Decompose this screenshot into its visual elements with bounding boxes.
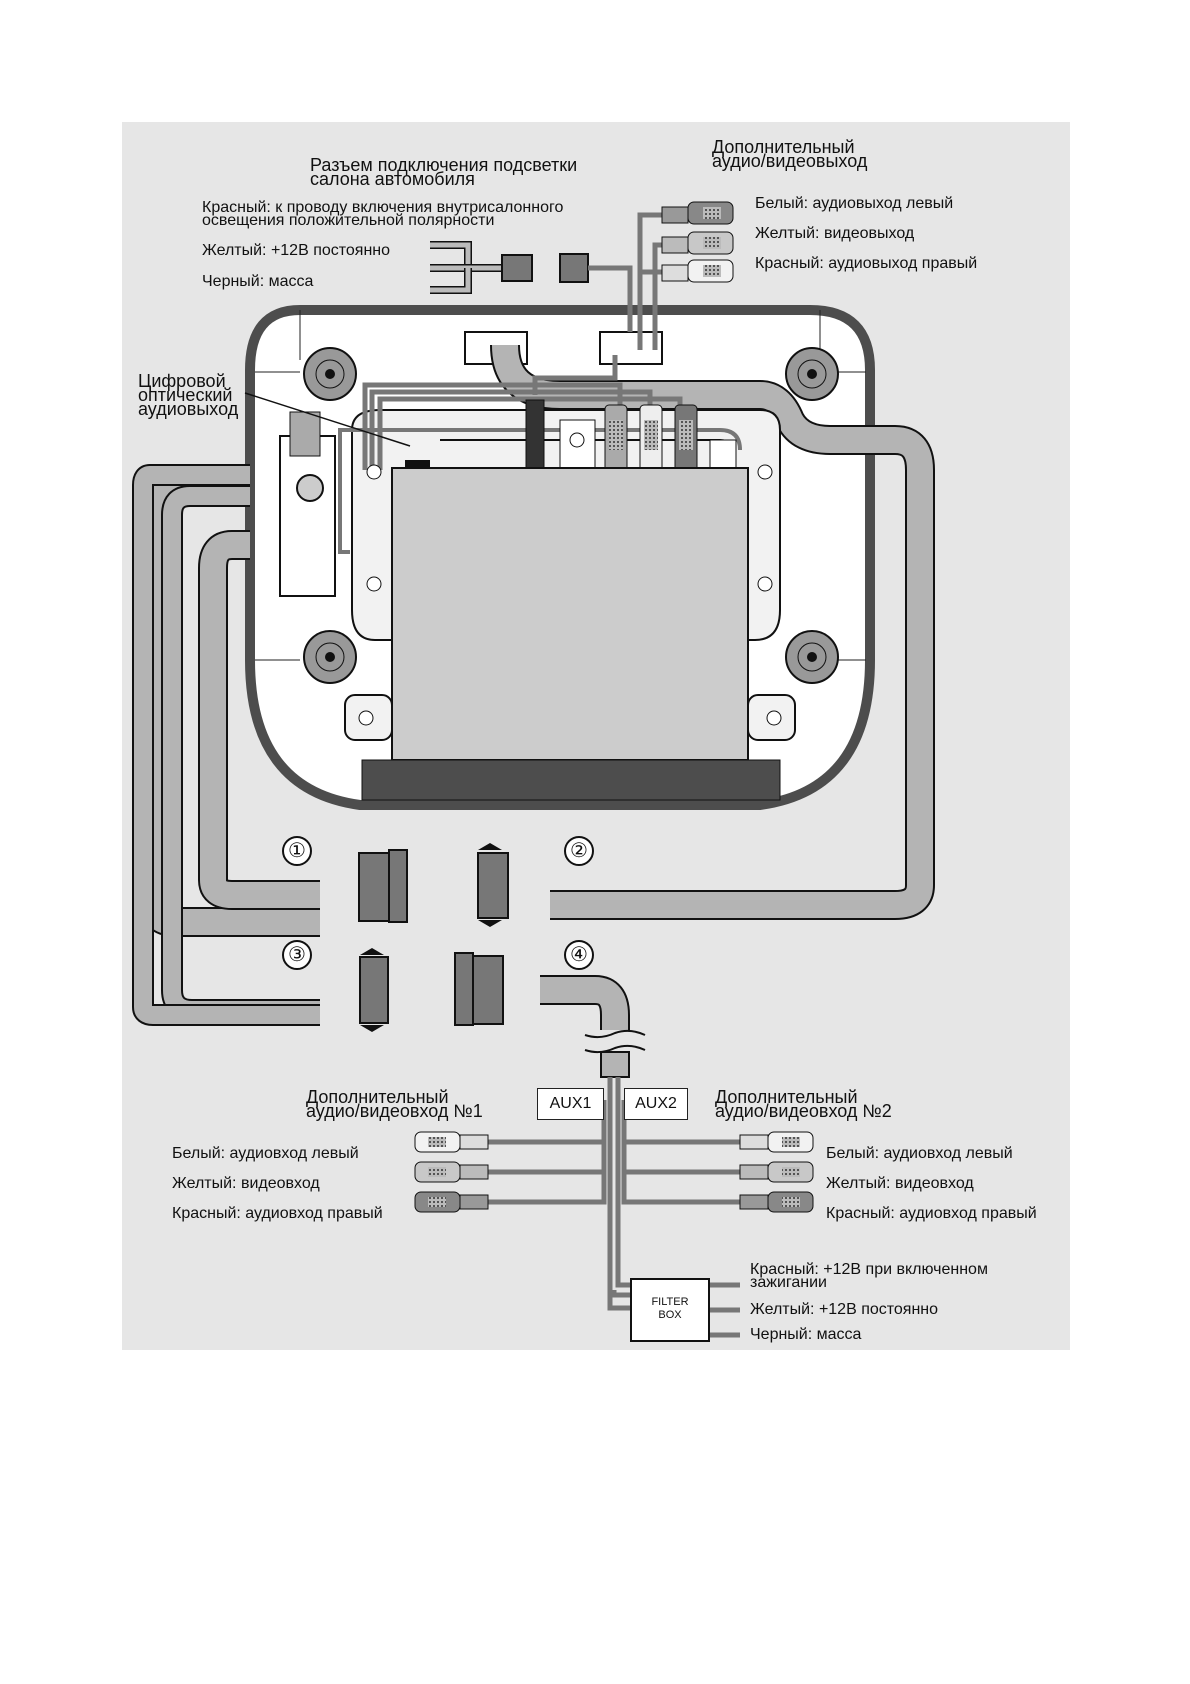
power-red-line1: Красный: +12В при включенном bbox=[750, 1261, 988, 1278]
interface-board bbox=[279, 435, 336, 597]
rca-plug-yellow-aux1 bbox=[414, 1161, 489, 1183]
side-tab bbox=[344, 694, 393, 741]
av-input2-title-line1: Дополнительный bbox=[715, 1087, 858, 1107]
connector-3-plug bbox=[359, 948, 389, 1032]
connector-4-plug bbox=[454, 952, 504, 1026]
rca-plug-white-out bbox=[661, 201, 734, 225]
av-input1-yellow: Желтый: видеовход bbox=[172, 1175, 320, 1192]
av-input2-yellow: Желтый: видеовход bbox=[826, 1175, 974, 1192]
mount-grommet bbox=[785, 630, 839, 684]
backlight-yellow: Желтый: +12В постоянно bbox=[202, 242, 391, 259]
av-output-white: Белый: аудиовыход левый bbox=[755, 195, 954, 212]
screw-icon bbox=[757, 576, 773, 592]
av-output-red: Красный: аудиовыход правый bbox=[755, 255, 978, 272]
av-input1-title-line2: аудио/видеовход №1 bbox=[306, 1101, 483, 1121]
av-input1-white: Белый: аудиовход левый bbox=[172, 1145, 359, 1162]
av-output-yellow: Желтый: видеовыход bbox=[755, 225, 915, 242]
rca-plug-red-aux1 bbox=[414, 1191, 489, 1213]
mount-grommet bbox=[303, 630, 357, 684]
av-input2-title-line2: аудио/видеовход №2 bbox=[715, 1101, 892, 1121]
power-yellow: Желтый: +12В постоянно bbox=[750, 1301, 939, 1318]
rca-jack-yellow bbox=[639, 404, 663, 476]
rca-plug-white-aux1 bbox=[414, 1131, 489, 1153]
backlight-title-line2: салона автомобиля bbox=[310, 169, 475, 189]
rca-plug-red-aux2 bbox=[739, 1191, 814, 1213]
rca-plug-yellow-aux2 bbox=[739, 1161, 814, 1183]
screw-icon bbox=[366, 576, 382, 592]
optical-pointer bbox=[244, 392, 411, 447]
backlight-plug-male bbox=[559, 253, 589, 283]
connector-1-plug bbox=[358, 849, 408, 923]
av-input1-title-line1: Дополнительный bbox=[306, 1087, 449, 1107]
backlight-plug-female bbox=[501, 254, 533, 282]
rca-plug-white-aux2 bbox=[739, 1131, 814, 1153]
screw-icon bbox=[366, 464, 382, 480]
mount-grommet bbox=[785, 347, 839, 401]
head-unit-body bbox=[391, 467, 749, 761]
backlight-black: Черный: масса bbox=[202, 273, 314, 290]
aux1-tag: AUX1 bbox=[537, 1088, 604, 1120]
optical-label-line3: аудиовыход bbox=[138, 399, 239, 419]
rca-plug-red-out bbox=[661, 259, 734, 283]
power-red-line2: зажигании bbox=[750, 1274, 827, 1291]
backlight-red-line1: Красный: к проводу включения внутрисалон… bbox=[202, 199, 564, 216]
optical-plug bbox=[525, 399, 545, 471]
connector-number-1: ① bbox=[282, 836, 312, 866]
screw-icon bbox=[757, 464, 773, 480]
backlight-title-line1: Разъем подключения подсветки bbox=[310, 155, 578, 175]
connector-number-3: ③ bbox=[282, 940, 312, 970]
rca-jack-red bbox=[674, 404, 698, 476]
av-output-title-line2: аудио/видеовыход bbox=[712, 151, 868, 171]
av-input1-red: Красный: аудиовход правый bbox=[172, 1205, 383, 1222]
aux2-tag: AUX2 bbox=[624, 1088, 688, 1120]
connector-2-plug bbox=[477, 843, 509, 927]
av-output-title-line1: Дополнительный bbox=[712, 137, 855, 157]
av-input2-white: Белый: аудиовход левый bbox=[826, 1145, 1013, 1162]
mount-grommet bbox=[303, 347, 357, 401]
side-tab bbox=[747, 694, 796, 741]
rca-plug-yellow-out bbox=[661, 231, 734, 255]
connector-number-2: ② bbox=[564, 836, 594, 866]
av-input2-red: Красный: аудиовход правый bbox=[826, 1205, 1037, 1222]
head-unit-bezel bbox=[361, 759, 781, 801]
connector-number-4: ④ bbox=[564, 940, 594, 970]
filter-box-label-line1: FILTER bbox=[651, 1296, 689, 1308]
power-black: Черный: масса bbox=[750, 1326, 862, 1343]
filter-box: FILTER BOX bbox=[630, 1278, 710, 1342]
rca-jack-white bbox=[604, 404, 628, 476]
filter-box-label-line2: BOX bbox=[658, 1309, 682, 1321]
optical-label-line2: оптический bbox=[138, 385, 233, 405]
backlight-red-line2: освещения положительной полярности bbox=[202, 212, 495, 229]
optical-label-line1: Цифровой bbox=[138, 371, 226, 391]
